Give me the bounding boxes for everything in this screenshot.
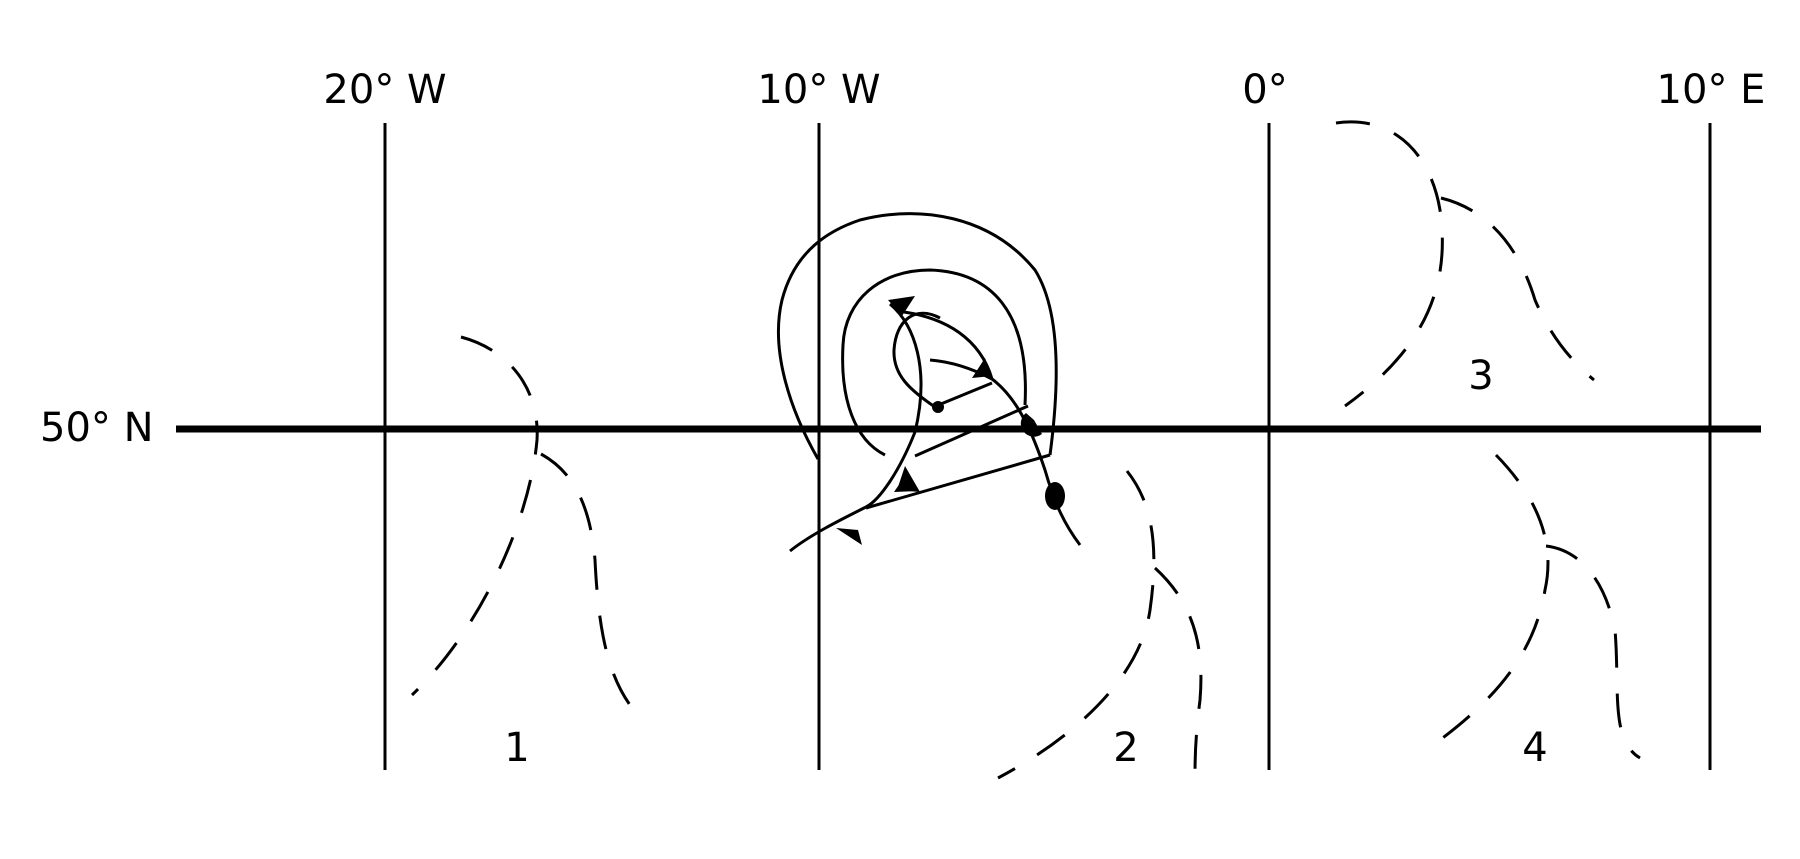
occlusion-dot: [932, 401, 944, 413]
latitude-label-50n: 50° N: [40, 405, 154, 451]
cold-front-triangle-1: [888, 296, 915, 316]
cold-front-triangle-3: [897, 466, 920, 492]
cold-front: [789, 505, 867, 553]
panel-label-4: 4: [1522, 725, 1548, 771]
track-2b: [1153, 566, 1203, 781]
longitude-label-10w: 10° W: [757, 67, 881, 113]
warm-front-triangle: [972, 358, 992, 378]
inner-isobar: [892, 311, 941, 409]
map-grid: [176, 123, 1761, 770]
longitude-label-20w: 20° W: [323, 67, 447, 113]
longitude-label-0: 0°: [1242, 67, 1288, 113]
front-symbols: [836, 296, 1065, 545]
track-1b: [540, 452, 632, 706]
warm-front-inner: [929, 358, 993, 381]
track-2a: [997, 470, 1156, 780]
dashed-tracks: [410, 120, 1641, 781]
occluded-front: [865, 302, 923, 509]
occlusion-line-2: [914, 404, 1029, 458]
track-1a: [410, 335, 539, 697]
middle-isobar: [841, 268, 1027, 457]
track-4b: [1545, 544, 1641, 760]
track-3b: [1440, 196, 1595, 382]
central-depression: [776, 212, 1082, 553]
track-4a: [1439, 453, 1550, 742]
panel-label-1: 1: [504, 725, 530, 771]
panel-label-3: 3: [1468, 353, 1494, 399]
track-3a: [1335, 120, 1444, 408]
occlusion-line-1: [935, 381, 993, 408]
warm-front-semicircle-2: [1045, 482, 1065, 510]
warm-front-east: [991, 377, 1082, 546]
longitude-label-10e: 10° E: [1656, 67, 1766, 113]
panel-label-2: 2: [1113, 725, 1139, 771]
warm-front-semicircle-1: [1020, 413, 1042, 437]
cold-front-triangle-4: [836, 528, 862, 545]
occlusion-line-3: [865, 453, 1051, 510]
outer-isobar: [776, 212, 1058, 460]
